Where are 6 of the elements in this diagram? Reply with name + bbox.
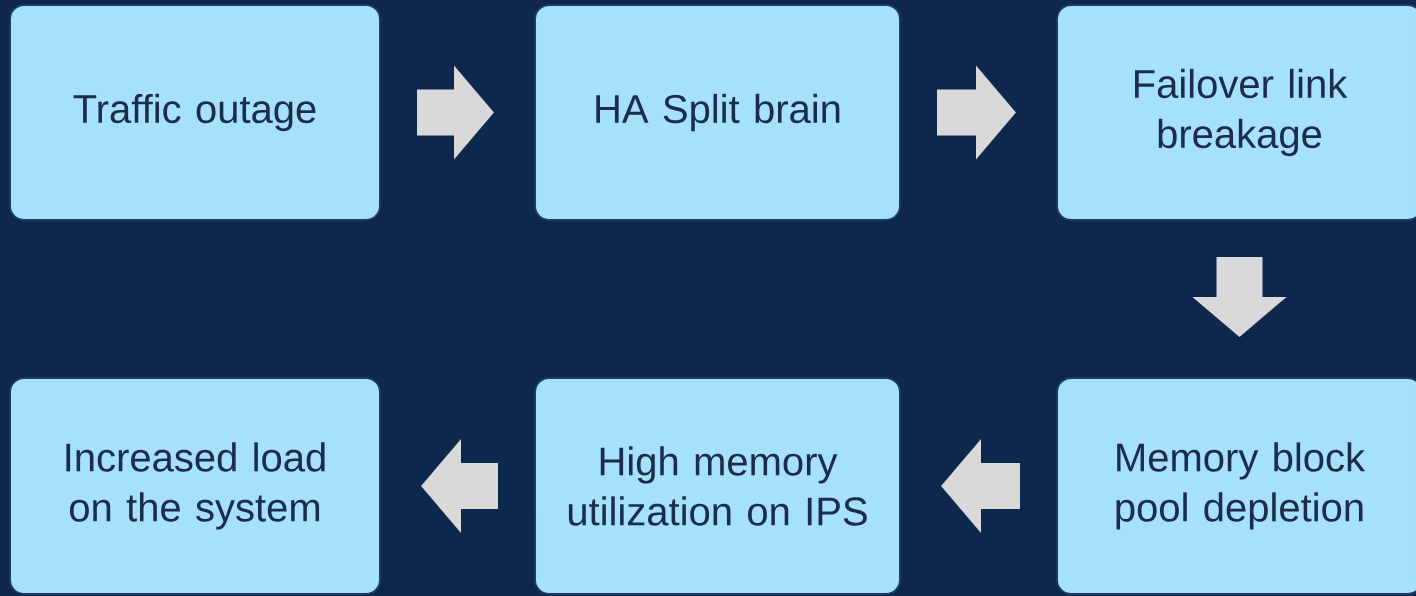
process-box: Memory block pool depletion: [1056, 377, 1416, 595]
process-box: HA Split brain: [534, 4, 901, 221]
process-box: High memory utilization on IPS: [534, 377, 901, 595]
process-box: Failover link breakage: [1056, 4, 1416, 221]
process-box: Increased load on the system: [9, 377, 381, 595]
process-box: Traffic outage: [9, 4, 381, 221]
